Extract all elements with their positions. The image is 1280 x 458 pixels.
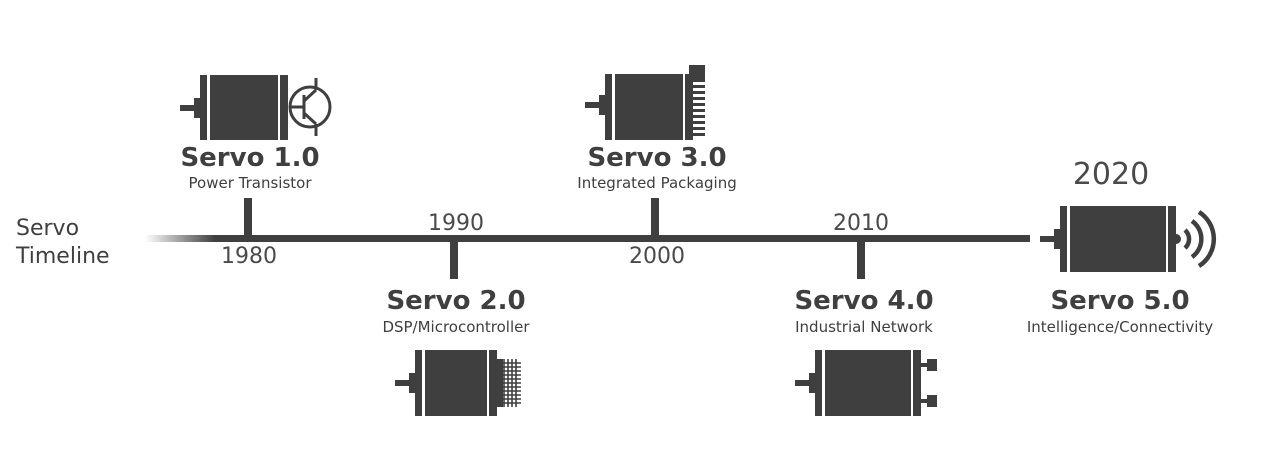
- timeline-label-line-1: Servo: [16, 216, 80, 241]
- timeline-label: Servo Timeline: [16, 215, 110, 271]
- servo-2-title: Servo 2.0: [386, 286, 526, 316]
- tick-2000: [651, 198, 659, 236]
- servo-2-subtitle: DSP/Microcontroller: [382, 318, 530, 336]
- servo-1-subtitle: Power Transistor: [188, 174, 312, 192]
- timeline-axis: [145, 235, 1030, 242]
- servo-integrated-packaging-icon: [585, 62, 715, 142]
- timeline-label-line-2: Timeline: [16, 244, 110, 269]
- servo-3-title: Servo 3.0: [587, 143, 727, 173]
- year-2020: 2020: [1072, 157, 1150, 192]
- servo-1-title: Servo 1.0: [180, 143, 320, 173]
- servo-3-subtitle: Integrated Packaging: [577, 174, 737, 192]
- year-2000: 2000: [629, 244, 685, 269]
- servo-power-transistor-icon: [180, 70, 335, 142]
- tick-2010: [857, 241, 865, 279]
- year-2010: 2010: [833, 211, 889, 236]
- year-1990: 1990: [428, 211, 484, 236]
- servo-5-subtitle: Intelligence/Connectivity: [1026, 318, 1214, 336]
- servo-industrial-network-icon: [795, 347, 940, 419]
- year-1980: 1980: [221, 244, 277, 269]
- servo-5-title: Servo 5.0: [1050, 286, 1190, 316]
- servo-microcontroller-icon: [395, 347, 525, 419]
- tick-1990: [450, 241, 458, 279]
- servo-wireless-icon: [1040, 203, 1220, 275]
- servo-4-title: Servo 4.0: [794, 286, 934, 316]
- servo-4-subtitle: Industrial Network: [795, 318, 933, 336]
- tick-1980: [244, 198, 252, 236]
